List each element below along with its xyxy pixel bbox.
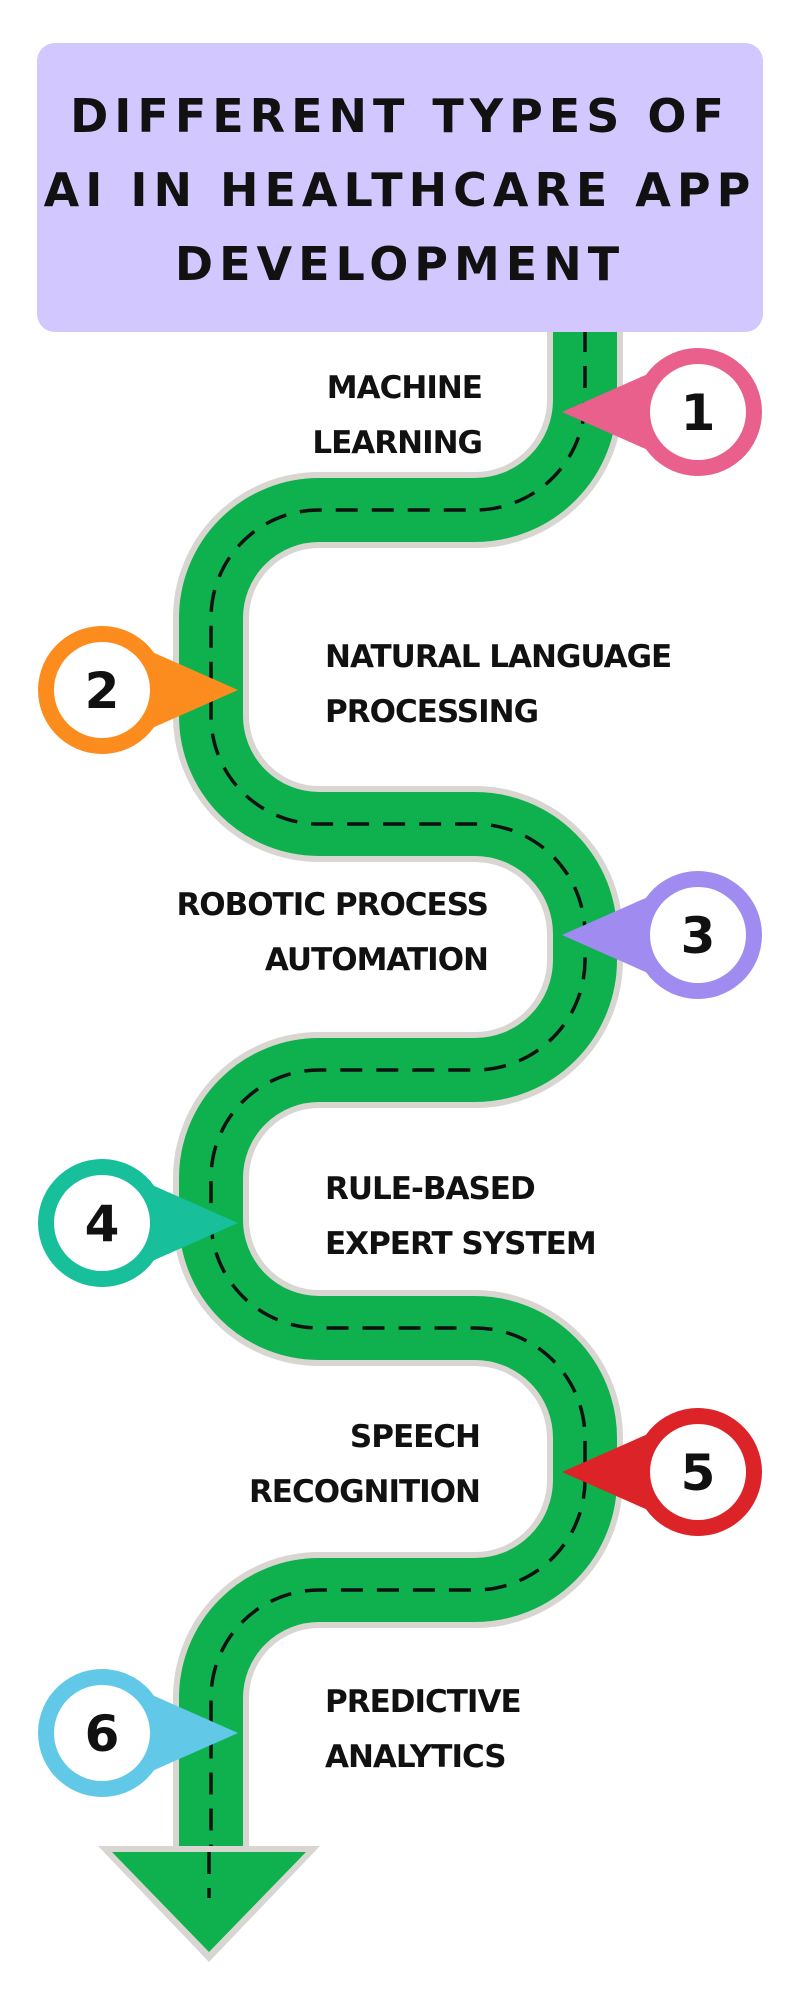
marker-inner-circle	[54, 1685, 150, 1781]
page-title: DIFFERENT TYPES OF AI IN HEALTHCARE APP …	[43, 88, 757, 291]
step-marker-machine-learning: 1	[562, 348, 762, 476]
step-label-predictive-analytics: PREDICTIVE ANALYTICS	[325, 1684, 522, 1775]
marker-inner-circle	[650, 1424, 746, 1520]
step-label-speech-recognition: SPEECH RECOGNITION	[248, 1419, 481, 1510]
step-number: 1	[681, 384, 716, 442]
step-marker-rule-based-expert-system: 4	[38, 1159, 238, 1287]
title-banner: DIFFERENT TYPES OF AI IN HEALTHCARE APP …	[37, 43, 763, 332]
step-label-machine-learning: MACHINE LEARNING	[312, 370, 483, 461]
marker-inner-circle	[54, 1175, 150, 1271]
step-number: 6	[85, 1705, 120, 1763]
step-number: 5	[681, 1444, 716, 1502]
step-marker-speech-recognition: 5	[562, 1408, 762, 1536]
step-marker-robotic-process-automation: 3	[562, 870, 762, 999]
step-number: 4	[85, 1195, 120, 1253]
arrow-head	[112, 1852, 306, 1952]
step-label-robotic-process-automation: ROBOTIC PROCESS AUTOMATION	[176, 887, 489, 978]
step-marker-natural-language-processing: 2	[38, 626, 238, 754]
step-number: 2	[85, 662, 120, 720]
step-marker-predictive-analytics: 6	[38, 1669, 238, 1797]
step-number: 3	[681, 907, 716, 965]
step-label-natural-language-processing: NATURAL LANGUAGE PROCESSING	[325, 639, 672, 730]
marker-inner-circle	[650, 364, 746, 460]
step-markers: 1 2 3 4 5 6	[38, 348, 762, 1797]
road-center-line	[209, 330, 587, 1852]
marker-inner-circle	[54, 642, 150, 738]
step-label-rule-based-expert-system: RULE-BASED EXPERT SYSTEM	[325, 1171, 597, 1262]
marker-inner-circle	[650, 887, 746, 983]
